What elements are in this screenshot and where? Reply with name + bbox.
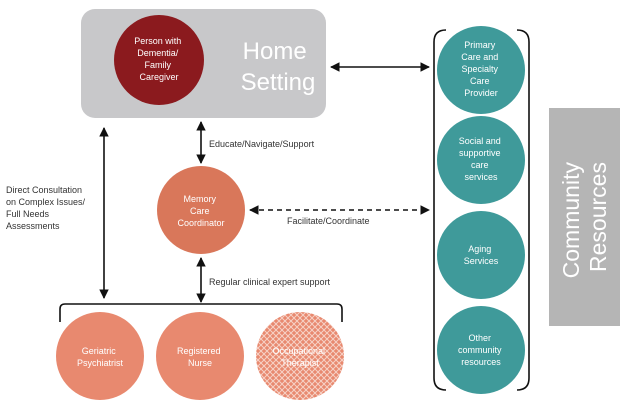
home-setting-title: Home Setting (241, 38, 316, 96)
person-caregiver-node (114, 15, 204, 105)
other-community-label: Other community resources (458, 333, 504, 367)
community-left-bracket (433, 29, 447, 391)
other-community-node (437, 306, 525, 394)
aging-services-node (437, 211, 525, 299)
social-supportive-label: Social and supportive care services (459, 136, 504, 182)
memory-care-coordinator-label: Memory Care Coordinator (177, 194, 224, 228)
aging-services-label: Aging Services (464, 244, 499, 266)
community-resources-title: Community Resources (558, 156, 611, 279)
educate-navigate-support-label: Educate/Navigate/Support (209, 139, 315, 149)
primary-care-label: Primary Care and Specialty Care Provider (461, 40, 501, 98)
geriatric-psychiatrist-label: Geriatric Psychiatrist (77, 346, 124, 368)
occupational-therapist-label: Occupational Therapist (272, 346, 327, 368)
memory-care-coordinator-node (157, 166, 245, 254)
registered-nurse-node (156, 312, 244, 400)
community-resources-box (549, 108, 620, 326)
registered-nurse-label: Registered Nurse (177, 346, 223, 368)
occupational-therapist-node (256, 312, 344, 400)
direct-consultation-label: Direct Consultation on Complex Issues/ F… (6, 185, 88, 231)
team-bracket (59, 303, 343, 322)
person-caregiver-label: Person with Dementia/ Family Caregiver (134, 36, 184, 82)
regular-expert-support-label: Regular clinical expert support (209, 277, 331, 287)
geriatric-psychiatrist-node (56, 312, 144, 400)
social-supportive-node (437, 116, 525, 204)
primary-care-node (437, 26, 525, 114)
community-right-bracket (516, 29, 530, 391)
facilitate-coordinate-label: Facilitate/Coordinate (287, 216, 370, 226)
